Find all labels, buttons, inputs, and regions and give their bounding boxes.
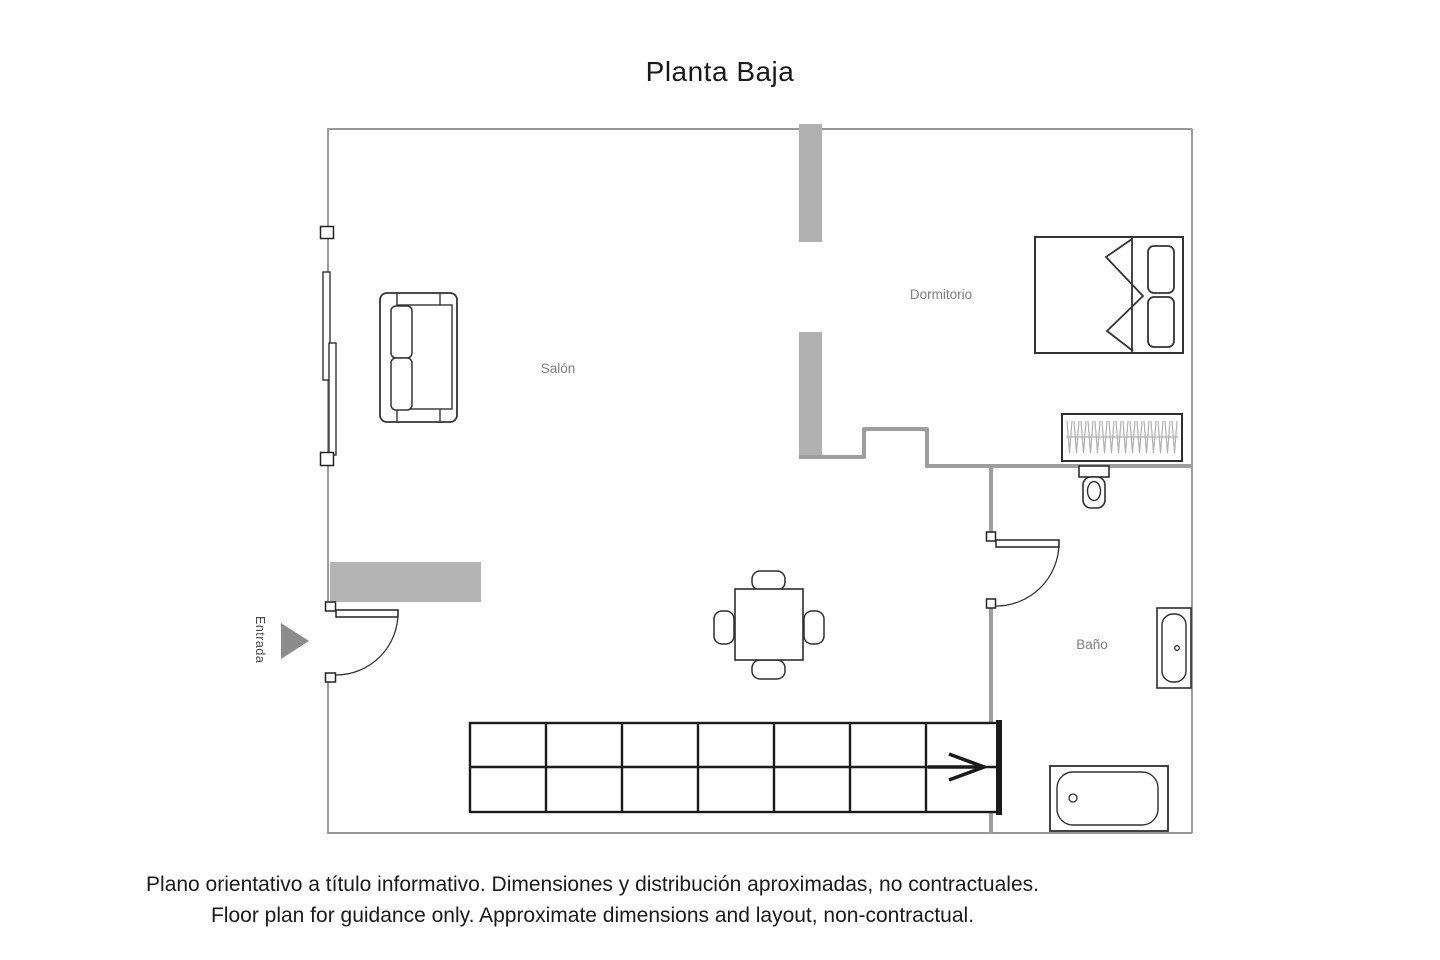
bathtub-drain: [1068, 793, 1078, 803]
interior-walls: [330, 124, 1192, 833]
sofa-cushion-2: [390, 357, 413, 411]
bed-pillow-1: [1147, 245, 1175, 294]
bano-label: Baño: [1076, 637, 1108, 652]
chair-west: [713, 610, 735, 645]
chair-south: [751, 659, 786, 680]
wall-partition-mid: [799, 332, 822, 458]
radiator-fins: [1066, 420, 1178, 454]
entrance-label: Entrada: [253, 616, 267, 663]
bathroom-door-jamb-bottom: [985, 598, 997, 609]
bathroom-door: [985, 531, 1060, 609]
entrance-door: [324, 601, 399, 683]
bathroom-door-jamb-top: [985, 531, 997, 542]
window-left: [319, 225, 337, 467]
wall-partition-top: [799, 124, 822, 242]
toilet: [1078, 465, 1110, 509]
page-title: Planta Baja: [645, 56, 795, 87]
dormitorio-label: Dormitorio: [910, 287, 972, 302]
chair-east: [803, 610, 825, 645]
radiator: [1061, 413, 1183, 462]
table-top: [734, 588, 804, 661]
entrance-door-swing: [335, 612, 399, 676]
bathroom-door-leaf: [995, 539, 1060, 548]
entrance-arrow-icon: [281, 623, 309, 659]
entrance-door-leaf: [335, 609, 399, 618]
bathroom-door-swing: [995, 542, 1060, 607]
staircase: [468, 720, 1002, 815]
sofa: [379, 292, 458, 423]
sink-basin: [1161, 613, 1187, 683]
toilet-seat: [1086, 480, 1102, 502]
salon-label: Salón: [541, 361, 576, 376]
entrance-door-jamb-top: [324, 601, 337, 612]
disclaimer-line-es: Plano orientativo a título informativo. …: [146, 873, 1039, 896]
window-jamb-top: [319, 225, 335, 240]
chair-north: [751, 570, 786, 591]
stairs-arrow-head: [948, 752, 990, 782]
bathtub: [1049, 765, 1169, 832]
sofa-cushion-1: [390, 305, 413, 359]
bathtub-basin: [1056, 771, 1159, 826]
disclaimer-line-en: Floor plan for guidance only. Approximat…: [210, 904, 975, 927]
entrance-door-jamb-bottom: [324, 672, 337, 683]
bed-blanket-fold: [1104, 238, 1145, 352]
sink: [1156, 607, 1192, 689]
bed-pillow-2: [1147, 296, 1175, 348]
window-pane-2: [328, 342, 337, 456]
window-pane-1: [322, 271, 331, 381]
window-jamb-bottom: [319, 451, 335, 467]
sink-drain: [1174, 645, 1180, 651]
disclaimer: Plano orientativo a título informativo. …: [0, 869, 1185, 931]
entrance-marker: Entrada: [253, 616, 309, 663]
bed: [1034, 236, 1184, 354]
toilet-tank: [1078, 465, 1110, 478]
wall-bedroom-south: [799, 427, 1192, 468]
dining-table: [713, 570, 825, 680]
stairs-steps: [470, 723, 996, 812]
wall-entrance-segment: [330, 562, 481, 602]
